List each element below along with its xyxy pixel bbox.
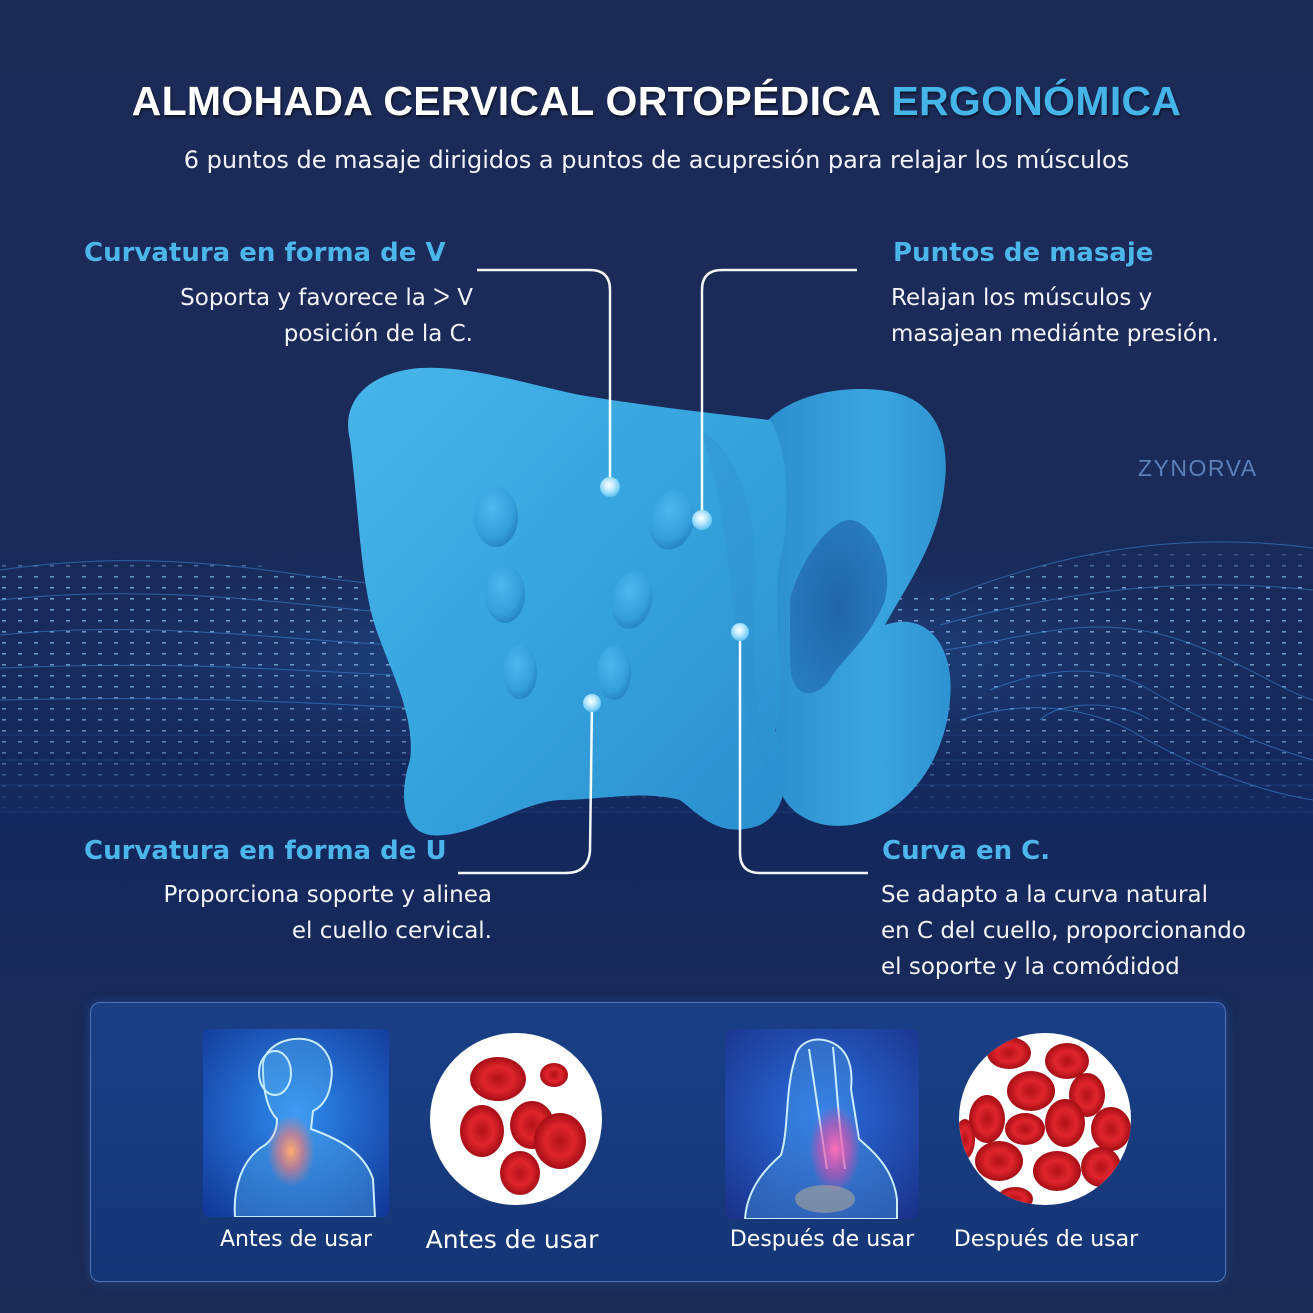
feature-c-curve-title: Curva en C.	[882, 836, 1051, 866]
before-after-panel: Antes de usar Antes de usar Después de u…	[90, 1002, 1226, 1282]
marker-massage-points	[692, 510, 712, 530]
feature-c-curve-line3: el soporte y la comódidod	[881, 954, 1180, 980]
caption-before-cells: Antes de usar	[425, 1225, 599, 1254]
page-subtitle: 6 puntos de masaje dirigidos a puntos de…	[183, 146, 1130, 174]
marker-u-curve	[583, 694, 601, 712]
marker-v-curve	[600, 477, 620, 497]
neck-xray-after-image	[725, 1029, 919, 1219]
feature-u-curve-line2: el cuello cervical.	[291, 918, 492, 944]
blood-cells-dense-image	[959, 1033, 1131, 1205]
marker-c-curve	[731, 623, 749, 641]
blood-cells-sparse-image	[430, 1033, 602, 1205]
feature-u-curve-desc: Proporciona soporte y alinea el cuello c…	[90, 877, 492, 949]
neck-xray-before-image	[203, 1029, 389, 1217]
feature-c-curve-line2: en C del cuello, proporcionando	[881, 918, 1246, 944]
feature-u-curve-line1: Proporciona soporte y alinea	[163, 882, 492, 908]
feature-massage-points-title: Puntos de masaje	[893, 238, 1154, 268]
feature-massage-points-line1: Relajan los músculos y	[891, 285, 1153, 311]
feature-massage-points-desc: Relajan los músculos y masajean mediánte…	[891, 280, 1219, 352]
feature-v-curve-title: Curvatura en forma de V	[84, 238, 446, 268]
feature-v-curve-desc: Soporta y favorece la ᐳ V posición de la…	[90, 280, 473, 352]
caption-before-xray: Antes de usar	[219, 1227, 373, 1252]
page-title: ALMOHADA CERVICAL ORTOPÉDICA ERGONÓMICA	[0, 78, 1313, 125]
caption-after-cells: Después de usar	[953, 1227, 1139, 1252]
feature-u-curve-title: Curvatura en forma de U	[84, 836, 447, 866]
brand-watermark: ZYNORVA	[1138, 455, 1258, 481]
caption-after-xray: Después de usar	[729, 1227, 915, 1252]
title-accent: ERGONÓMICA	[891, 78, 1182, 124]
feature-massage-points-line2: masajean mediánte presión.	[891, 321, 1219, 347]
title-main: ALMOHADA CERVICAL ORTOPÉDICA	[131, 78, 880, 124]
feature-c-curve-line1: Se adapto a la curva natural	[881, 882, 1208, 908]
feature-c-curve-desc: Se adapto a la curva natural en C del cu…	[881, 877, 1246, 985]
feature-v-curve-line1: Soporta y favorece la ᐳ V	[180, 285, 473, 311]
feature-v-curve-line2: posición de la C.	[283, 321, 473, 347]
